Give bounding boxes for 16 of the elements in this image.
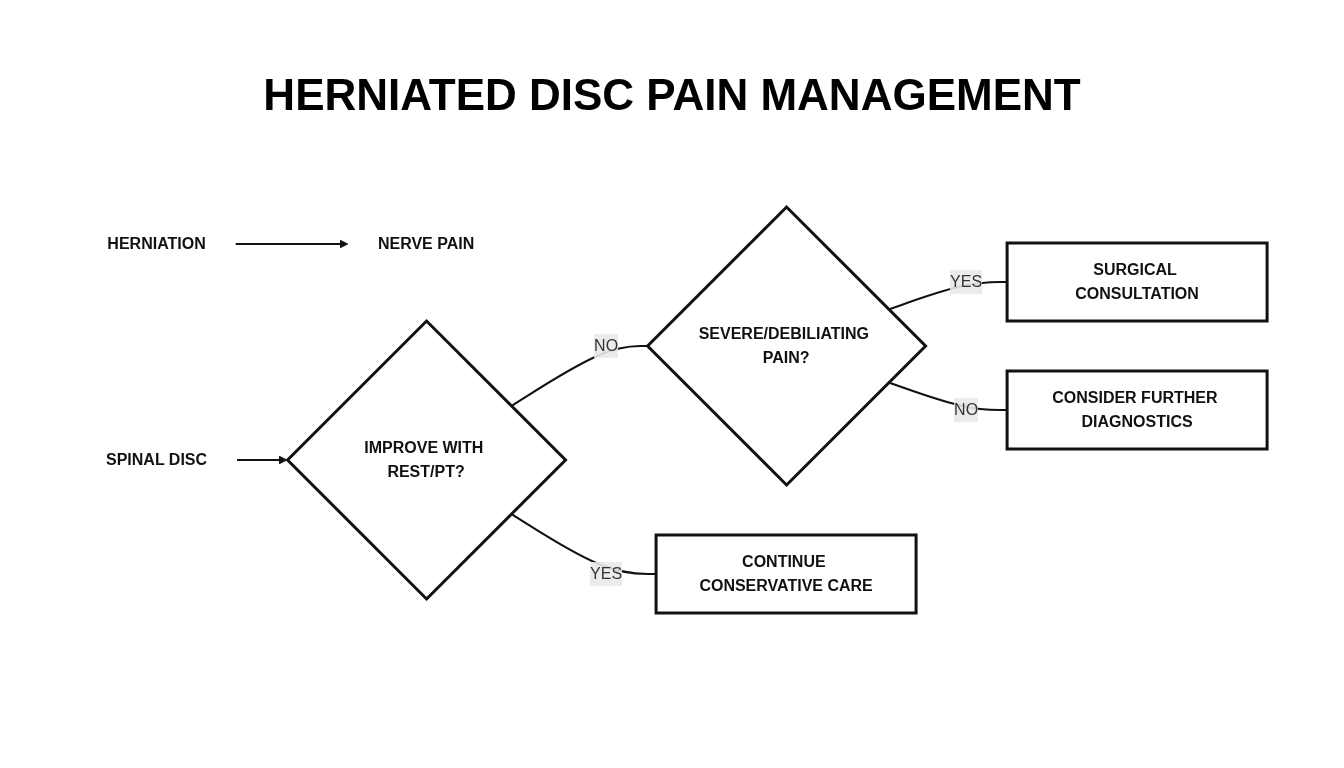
- node-box: SURGICAL CONSULTATION: [1006, 241, 1270, 323]
- node-diamond: SEVERE/DEBILIATING PAIN?: [645, 204, 929, 488]
- edge-label: YES: [950, 273, 983, 290]
- diagram-title: HERNIATED DISC PAIN MANAGEMENT: [262, 70, 1082, 121]
- node-box: CONTINUE CONSERVATIVE CARE: [655, 533, 919, 615]
- edge-label: NO: [954, 401, 979, 418]
- arrow: [235, 239, 349, 249]
- node-text: SPINAL DISC: [106, 451, 208, 468]
- node-text: NERVE PAIN: [378, 235, 475, 252]
- node-text: HERNIATION: [107, 235, 207, 252]
- edge-label: YES: [590, 565, 623, 582]
- connector: [510, 345, 649, 408]
- node-diamond: IMPROVE WITH REST/PT?: [285, 318, 569, 602]
- edge-label: NO: [594, 337, 619, 354]
- arrow: [236, 455, 288, 465]
- node-box: CONSIDER FURTHER DIAGNOSTICS: [1006, 369, 1270, 451]
